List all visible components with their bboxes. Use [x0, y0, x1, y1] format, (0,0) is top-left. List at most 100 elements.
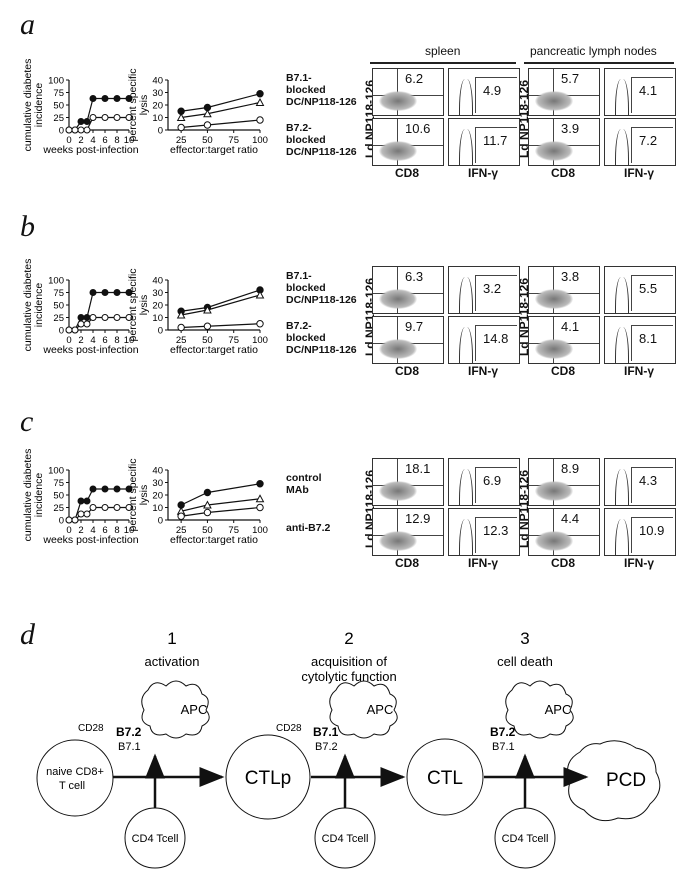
lysis-x-tick-label: 50	[202, 135, 213, 146]
diabetes-x-tick-label: 8	[114, 525, 119, 536]
diabetes-y-tick-label: 50	[53, 491, 64, 502]
spleen-header: spleen	[425, 44, 461, 58]
diabetes-x-tick-label: 6	[102, 135, 107, 146]
diabetes-point	[83, 497, 91, 505]
pcd-label: PCD	[606, 770, 646, 791]
diabetes-x-tick-label: 0	[66, 525, 71, 536]
lysis-x-label: effector:target ratio	[170, 144, 258, 156]
histogram-peak	[459, 519, 473, 555]
lysis-x-tick-label: 50	[202, 335, 213, 346]
diabetes-point	[89, 504, 97, 511]
cd4-cell-3	[494, 807, 556, 869]
event-cloud	[379, 289, 417, 309]
ifn-gate-edge	[631, 517, 632, 553]
lysis-point-triangle	[203, 500, 212, 509]
ctlp-label: CTLp	[245, 768, 291, 789]
histogram-peak	[615, 327, 629, 363]
lysis-y-tick-label: 40	[152, 466, 163, 477]
lysis-x-tick-label: 50	[202, 525, 213, 536]
ifn-gate-edge	[631, 275, 632, 311]
diabetes-x-tick-label: 0	[66, 335, 71, 346]
ifn-gate	[631, 325, 673, 326]
lysis-point-triangle	[176, 112, 186, 121]
flow-plot-ifn: 14.8	[448, 316, 520, 364]
ctlp-cell	[225, 734, 311, 820]
event-cloud	[379, 141, 417, 161]
event-cloud	[535, 141, 573, 161]
lysis-point	[256, 480, 264, 488]
b7-secondary-2: B7.2	[315, 741, 338, 753]
flow-percent: 10.9	[639, 523, 665, 538]
diabetes-point	[89, 289, 97, 296]
diabetes-x-tick-label: 10	[124, 135, 135, 146]
diabetes-y-tick-label: 25	[53, 113, 64, 124]
lysis-x-tick-label: 100	[252, 525, 268, 536]
ifn-gate	[475, 517, 517, 518]
pcd-blob	[567, 740, 661, 822]
flow-plot-cd8: 18.1	[372, 458, 444, 506]
lysis-point	[256, 116, 264, 124]
ifn-gate-edge	[475, 77, 476, 113]
flow-plot-cd8: 4.1	[528, 316, 600, 364]
b7-primary-2: B7.1	[313, 725, 339, 739]
diabetes-y-tick-label: 0	[59, 326, 64, 337]
lysis-point	[177, 323, 185, 332]
flow-plot-ifn: 8.1	[604, 316, 676, 364]
flow-percent: 8.1	[639, 331, 658, 346]
ifn-gate	[475, 325, 517, 326]
diabetes-y-label: cumulative diabetesincidence	[22, 449, 45, 542]
flow-x-label: IFN-γ	[468, 166, 498, 180]
flow-plot-ifn: 4.1	[604, 68, 676, 116]
flow-percent: 5.7	[561, 71, 580, 86]
diabetes-x-tick-label: 4	[90, 135, 95, 146]
flow-plot-ifn: 4.3	[604, 458, 676, 506]
lysis-x-label: effector:target ratio	[170, 534, 258, 546]
lysis-y-tick-label: 30	[152, 88, 163, 99]
panel-letter-c: c	[20, 405, 34, 438]
lysis-x-tick-label: 75	[228, 135, 239, 146]
ifn-gate-edge	[475, 275, 476, 311]
lysis-point	[256, 90, 264, 98]
event-cloud	[535, 91, 573, 111]
flow-percent: 5.5	[639, 281, 658, 296]
diabetes-x-tick-label: 4	[90, 335, 95, 346]
apc-blob-2	[329, 680, 398, 739]
diabetes-point	[83, 320, 91, 328]
lysis-y-tick-label: 30	[152, 288, 163, 299]
ifn-gate-edge	[631, 127, 632, 163]
diabetes-point	[89, 114, 97, 121]
diabetes-point	[125, 95, 133, 102]
flow-plot-cd8: 10.6	[372, 118, 444, 166]
histogram-peak	[459, 277, 473, 313]
apc-label-1: APC	[181, 702, 208, 717]
lysis-point	[177, 512, 185, 520]
flow-x-label: IFN-γ	[624, 166, 654, 180]
flow-plot-cd8: 6.2	[372, 68, 444, 116]
diabetes-x-tick-label: 6	[102, 335, 107, 346]
lysis-y-tick-label: 10	[152, 113, 163, 124]
flow-x-label: IFN-γ	[468, 364, 498, 378]
lysis-x-tick-label: 75	[228, 335, 239, 346]
diabetes-x-label: weeks post-infection	[42, 344, 138, 356]
lysis-y-tick-label: 40	[152, 76, 163, 87]
diabetes-y-tick-label: 100	[48, 76, 64, 87]
flow-plot-cd8: 3.8	[528, 266, 600, 314]
histogram-peak	[615, 469, 629, 505]
lysis-y-tick-label: 30	[152, 478, 163, 489]
apc-label-3: APC	[545, 702, 572, 717]
flow-plot-cd8: 4.4	[528, 508, 600, 556]
diabetes-y-label: cumulative diabetesincidence	[22, 59, 45, 152]
flow-x-label: IFN-γ	[624, 556, 654, 570]
cd28-label-1: CD28	[78, 723, 104, 734]
panel-letter-b: b	[20, 210, 35, 243]
histogram-peak	[459, 79, 473, 115]
step-2-number: 2	[344, 629, 353, 648]
lysis-y-tick-label: 20	[152, 301, 163, 312]
diabetes-point	[113, 114, 121, 121]
group-label: control MAb	[286, 472, 322, 496]
lysis-y-tick-label: 20	[152, 101, 163, 112]
lysis-y-tick-label: 40	[152, 276, 163, 287]
ifn-gate	[475, 77, 517, 78]
